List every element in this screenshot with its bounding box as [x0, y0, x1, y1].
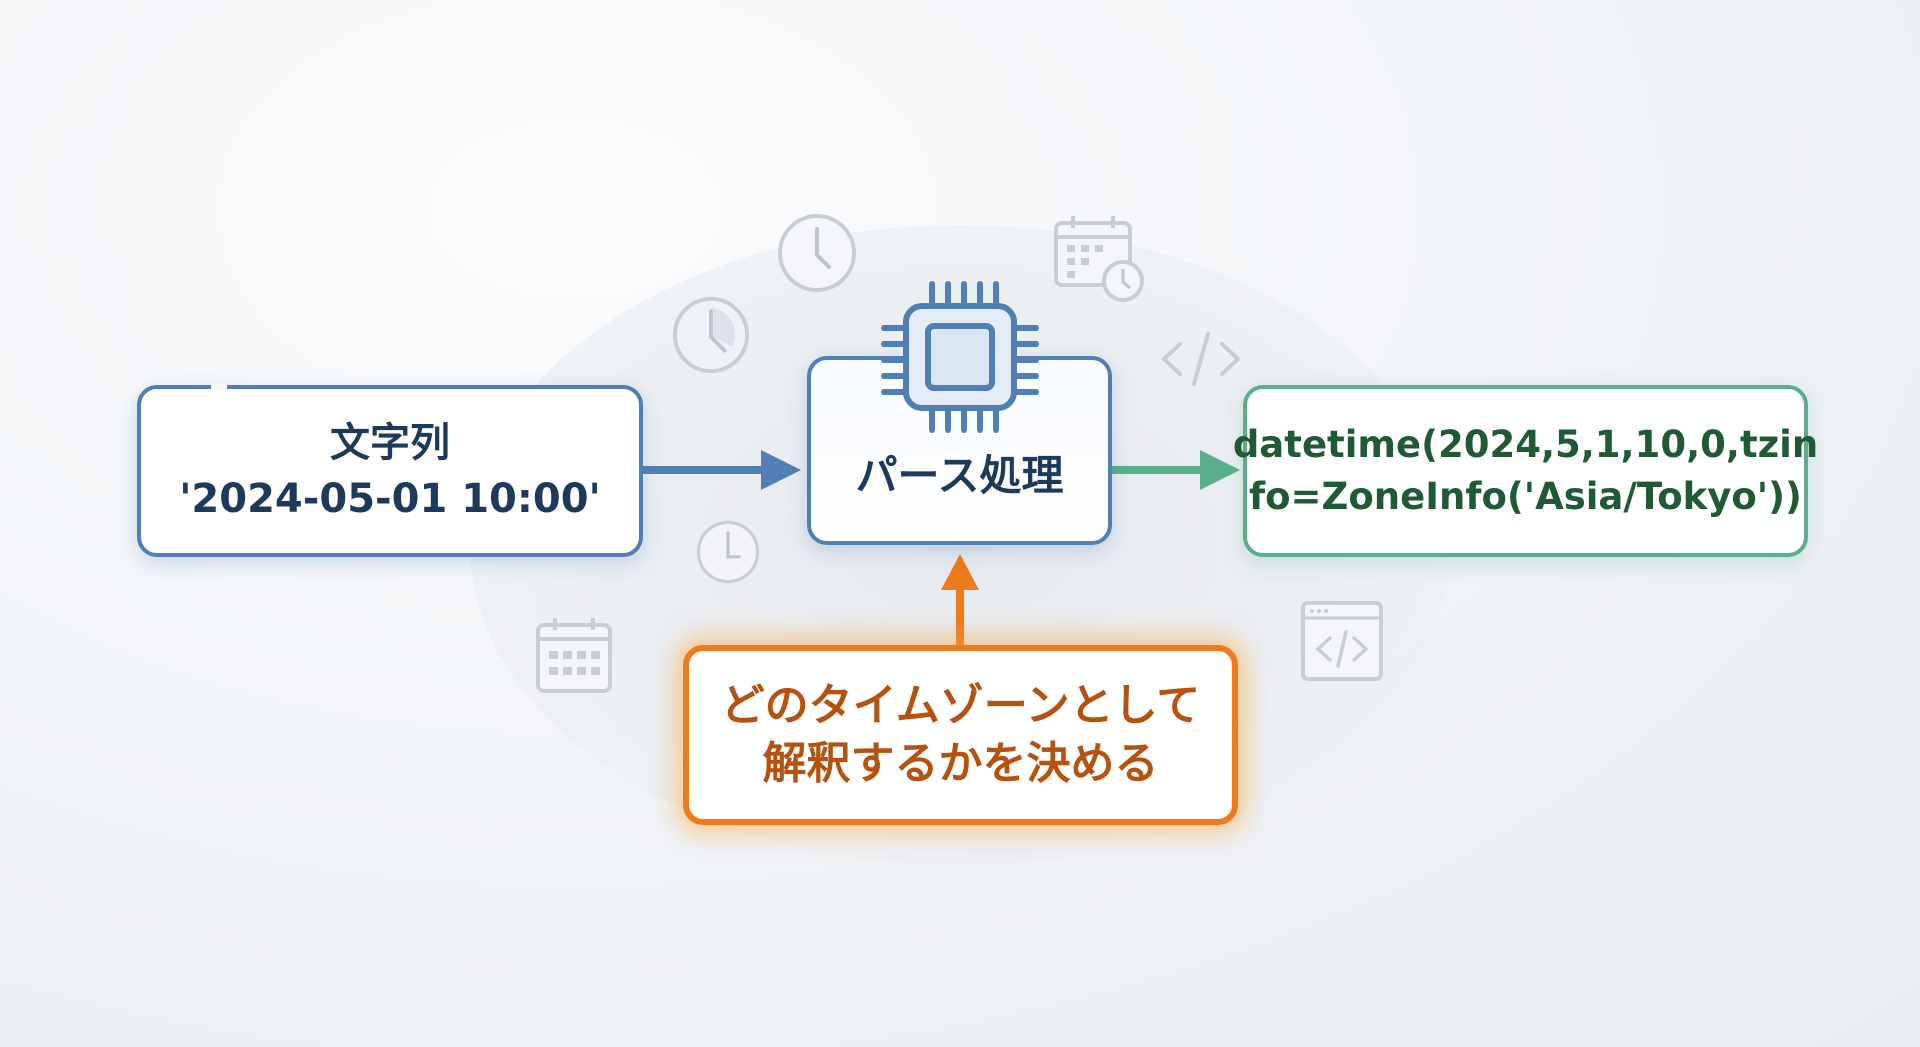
input-value: '2024-05-01 10:00' [179, 476, 601, 522]
input-title: 文字列 [330, 420, 450, 466]
clock-icon [672, 296, 750, 374]
note-line-1: どのタイムゾーンとして [720, 680, 1201, 731]
output-line-2: fo=ZoneInfo('Asia/Tokyo')) [1249, 475, 1802, 518]
timezone-note-box: どのタイムゾーンとして 解釈するかを決める [683, 645, 1238, 825]
browser-code-icon [1301, 601, 1383, 681]
code-icon [1161, 332, 1241, 386]
parse-label: パース処理 [855, 451, 1064, 500]
input-string-box: 文字列 '2024-05-01 10:00' [137, 384, 643, 557]
arrow-note-to-parse [941, 554, 979, 646]
clock-icon [696, 520, 760, 584]
calendar-icon [536, 618, 612, 693]
note-line-2: 解釈するかを決める [762, 738, 1159, 789]
output-datetime-box: datetime(2024,5,1,10,0,tzin fo=ZoneInfo(… [1233, 385, 1818, 557]
arrow-input-to-parse [643, 450, 801, 490]
output-line-1: datetime(2024,5,1,10,0,tzin [1232, 423, 1819, 466]
clock-icon [778, 214, 856, 292]
border-gap [211, 384, 227, 390]
cpu-chip-icon [881, 281, 1039, 433]
arrow-parse-to-output [1112, 450, 1240, 490]
calendar-clock-icon [1054, 216, 1144, 302]
